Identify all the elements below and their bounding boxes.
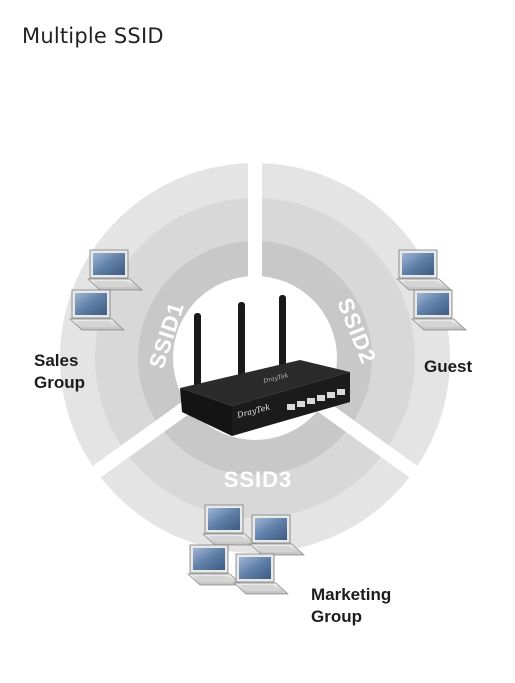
antenna-right (279, 295, 286, 375)
guest-label: Guest (424, 357, 473, 376)
page-title: Multiple SSID (22, 24, 164, 48)
ssid3-label: SSID3 (224, 467, 293, 492)
laptop-icon (396, 249, 452, 291)
marketing-group-label: Marketing Group (311, 585, 392, 626)
antenna-middle (238, 302, 245, 380)
router: DrayTek DrayTek (180, 295, 350, 436)
laptop-icon (411, 289, 467, 331)
sales-group-label: Sales Group (34, 351, 85, 392)
laptop-icon (233, 553, 289, 595)
antenna-left (194, 313, 201, 391)
